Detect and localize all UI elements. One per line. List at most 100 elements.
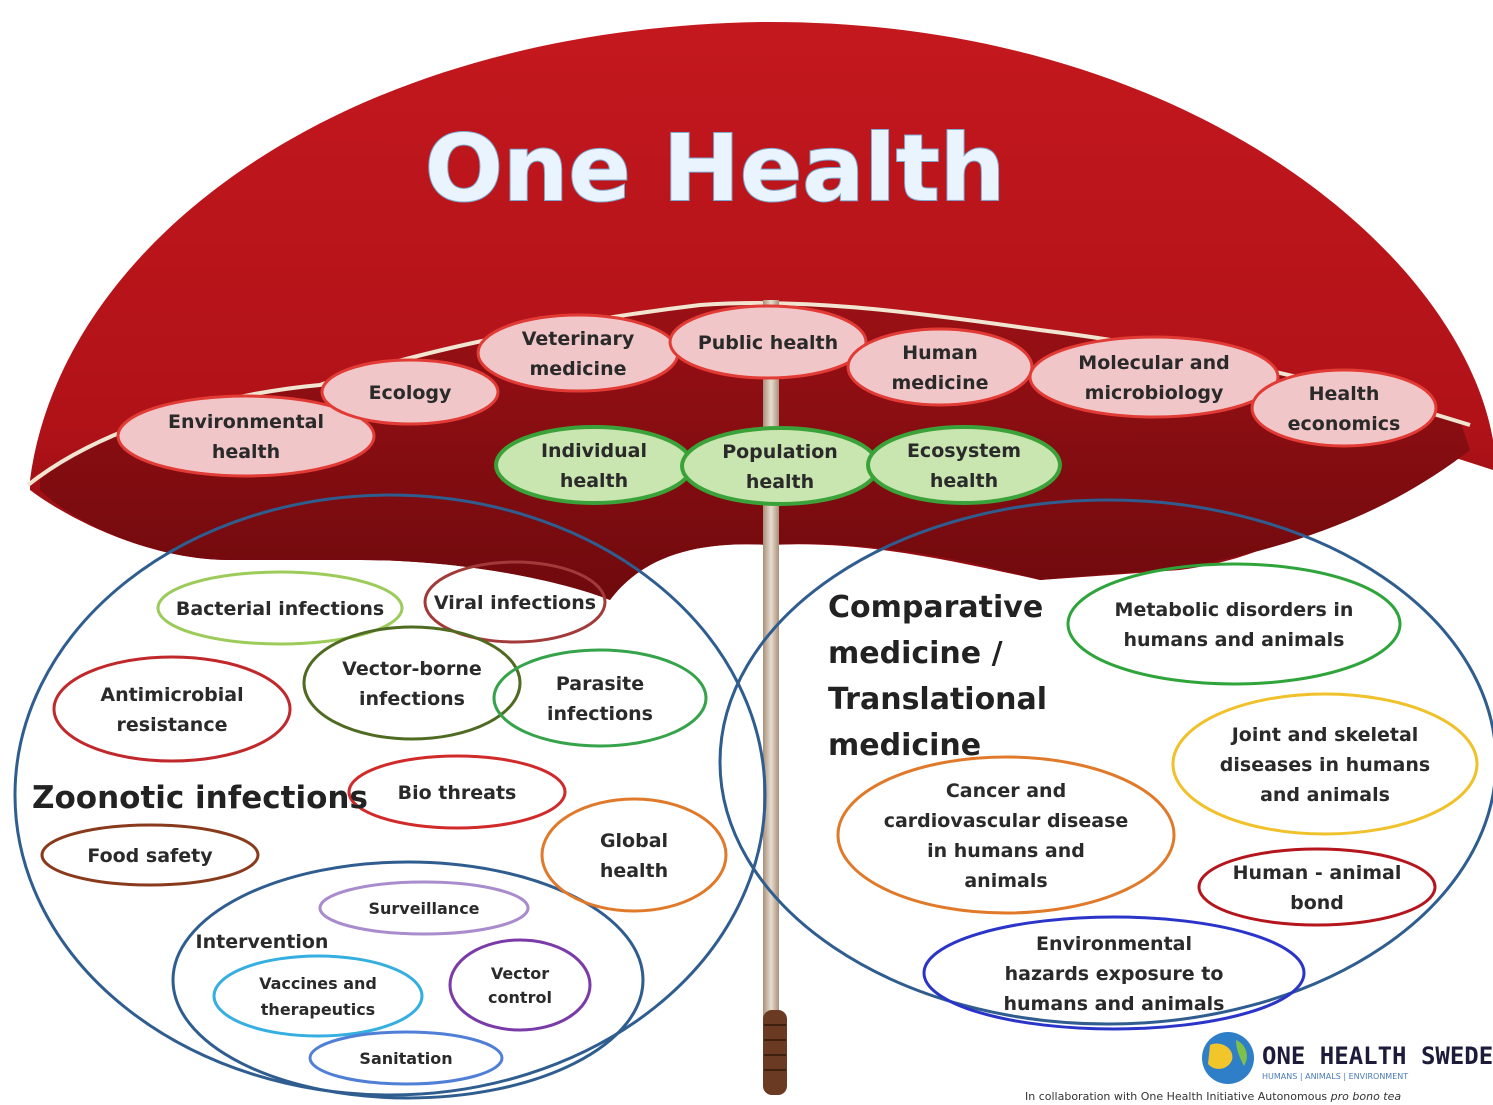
metabolic-disorders-outline [1066, 562, 1402, 686]
individual-health-label: Individual [541, 440, 647, 462]
joint-skeletal-label: diseases in humans [1220, 754, 1430, 776]
comparative-circle [718, 498, 1493, 1026]
intervention-circle [171, 860, 645, 1100]
vector-control-label: Vector [491, 964, 549, 983]
ecosystem-health-outline [866, 425, 1062, 505]
human-animal-bond-label: bond [1290, 892, 1344, 914]
vector-control-bubble: Vector control [448, 938, 592, 1032]
bio-threats-label: Bio threats [398, 782, 517, 804]
vector-borne-infections-label: infections [359, 688, 465, 710]
viral-infections-outline [423, 560, 607, 644]
metabolic-disorders-label: Metabolic disorders in [1115, 599, 1354, 621]
comparative-heading-line: medicine / [828, 636, 1003, 671]
ecology-outline [320, 358, 500, 426]
molecular-microbiology-label: microbiology [1085, 382, 1224, 404]
joint-skeletal-outline [1171, 692, 1479, 836]
vaccines-therapeutics-label: therapeutics [261, 1000, 375, 1019]
vaccines-therapeutics-outline [212, 954, 424, 1038]
bio-threats-bubble: Bio threats [347, 754, 567, 830]
ecology-bubble: Ecology [320, 358, 500, 426]
veterinary-medicine-label: medicine [530, 358, 627, 380]
environmental-health-outline [116, 394, 376, 478]
public-health-label: Public health [698, 332, 838, 354]
environmental-health-bubble: Environmental health [116, 394, 376, 478]
cancer-cardiovascular-label: animals [964, 870, 1047, 892]
environmental-hazards-label: Environmental [1036, 933, 1192, 955]
human-medicine-label: medicine [892, 372, 989, 394]
health-economics-label: Health [1309, 383, 1380, 405]
public-health-outline [668, 304, 868, 380]
antimicrobial-resistance-bubble: Antimicrobial resistance [52, 655, 292, 763]
footer-prefix: In collaboration with One Health Initiat… [1025, 1090, 1331, 1103]
comparative-heading-line: medicine [828, 728, 981, 763]
joint-skeletal-label: Joint and skeletal [1230, 724, 1419, 746]
sanitation-label: Sanitation [359, 1049, 452, 1068]
sanitation-outline [308, 1030, 504, 1086]
veterinary-medicine-bubble: Veterinary medicine [476, 313, 680, 393]
antimicrobial-resistance-outline [52, 655, 292, 763]
population-health-label: Population [722, 441, 838, 463]
environmental-health-label: health [212, 441, 280, 463]
logo-name: ONE HEALTH SWEDE [1262, 1042, 1493, 1070]
disciplines-group: Environmental health Ecology Veterinary medi… [116, 304, 1438, 478]
parasite-infections-label: infections [547, 703, 653, 725]
global-health-outline [540, 797, 728, 913]
vector-borne-infections-label: Vector-borne [342, 658, 482, 680]
health-levels-group: IndividualhealthPopulationhealthEcosyste… [494, 425, 1062, 506]
bacterial-infections-outline [156, 570, 404, 646]
population-health-bubble: Population health [680, 426, 880, 506]
vector-control-label: control [488, 988, 552, 1007]
cancer-cardiovascular-label: cardiovascular disease [884, 810, 1129, 832]
environmental-hazards-bubble: Environmental hazards exposure to humans a… [922, 915, 1306, 1031]
vector-borne-infections-bubble: Vector-borne infections [302, 625, 522, 741]
food-safety-outline [40, 823, 260, 887]
zoonotic-heading: Zoonotic infections [32, 780, 368, 816]
one-health-sweden-logo: ONE HEALTH SWEDE HUMANS | ANIMALS | ENVI… [1202, 1032, 1493, 1084]
surveillance-bubble: Surveillance [318, 880, 530, 936]
molecular-microbiology-label: Molecular and [1078, 352, 1229, 374]
environmental-hazards-label: hazards exposure to [1005, 963, 1224, 985]
food-safety-bubble: Food safety [40, 823, 260, 887]
diagram-title: One Health [425, 115, 1006, 222]
zoonotic-circle [13, 493, 767, 1097]
molecular-microbiology-outline [1028, 335, 1280, 419]
health-economics-outline [1250, 368, 1438, 448]
antimicrobial-resistance-label: Antimicrobial [100, 684, 243, 706]
ecosystem-health-label: health [930, 470, 998, 492]
footer-credit: In collaboration with One Health Initiat… [1025, 1090, 1401, 1103]
cancer-cardiovascular-label: Cancer and [946, 780, 1066, 802]
environmental-hazards-outline [922, 915, 1306, 1031]
parasite-infections-outline [492, 648, 708, 748]
human-medicine-label: Human [902, 342, 978, 364]
environmental-health-label: Environmental [168, 411, 324, 433]
logo-tagline: HUMANS | ANIMALS | ENVIRONMENT [1262, 1072, 1408, 1081]
zoonotic-items-group: Bacterial infections Viral infectionsVect… [40, 560, 728, 913]
global-health-label: health [600, 860, 668, 882]
parasite-infections-label: Parasite [556, 673, 644, 695]
bacterial-infections-label: Bacterial infections [176, 598, 384, 620]
veterinary-medicine-label: Veterinary [522, 328, 635, 350]
footer-emphasis: pro bono tea [1330, 1090, 1402, 1103]
vaccines-therapeutics-label: Vaccines and [259, 974, 377, 993]
environmental-hazards-label: humans and animals [1004, 993, 1225, 1015]
antimicrobial-resistance-label: resistance [117, 714, 228, 736]
viral-infections-label: Viral infections [434, 592, 596, 614]
cancer-cardiovascular-outline [836, 755, 1176, 915]
public-health-bubble: Public health [668, 304, 868, 380]
population-health-label: health [746, 471, 814, 493]
comparative-heading-line: Translational [828, 682, 1047, 717]
human-medicine-bubble: Human medicine [846, 327, 1034, 407]
viral-infections-bubble: Viral infections [423, 560, 607, 644]
ecology-label: Ecology [369, 382, 452, 404]
vaccines-therapeutics-bubble: Vaccines and therapeutics [212, 954, 424, 1038]
